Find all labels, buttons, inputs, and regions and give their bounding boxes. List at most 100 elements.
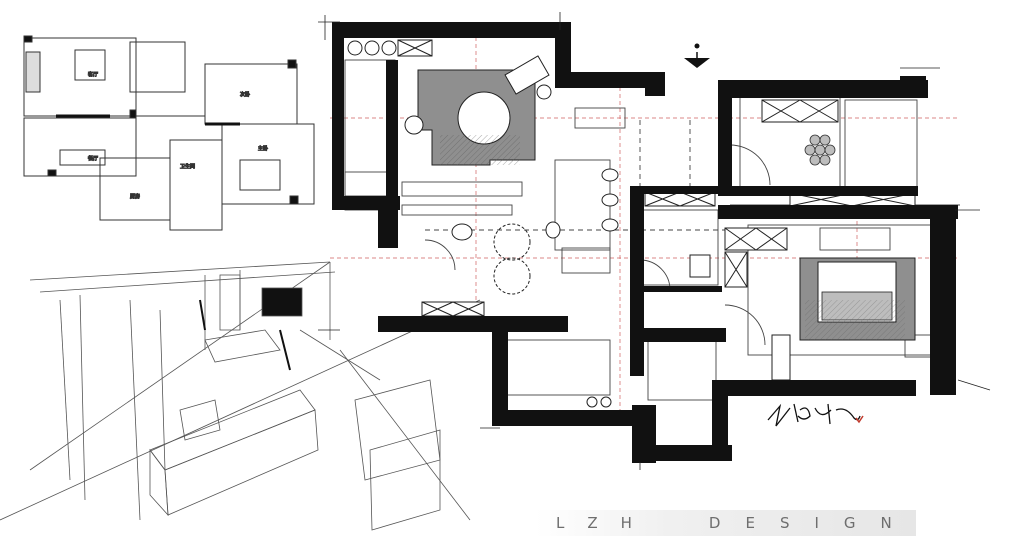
wall: [555, 72, 665, 88]
chair: [451, 223, 473, 241]
sketch-line: [29, 261, 331, 281]
sketch-line: [39, 271, 336, 293]
small-plan-column: [289, 195, 299, 205]
small-plan-table: [74, 49, 106, 81]
wall: [386, 60, 398, 210]
kitchen: [504, 339, 611, 396]
small-plan-sofa: [25, 51, 41, 93]
sketch-shelf: [219, 274, 241, 331]
wall: [492, 316, 508, 411]
small-plan-label-master: 主卧: [258, 145, 268, 152]
wall: [712, 380, 728, 460]
cabinet-corridor: [644, 191, 716, 207]
extension-lines: [318, 12, 991, 470]
plant-pot: [347, 40, 363, 56]
small-plan-label-second-bedroom: 次卧: [240, 91, 250, 98]
sketch-tv: [261, 287, 303, 317]
sketch-hatch: [440, 135, 520, 165]
small-plan-bath-zone: [169, 139, 223, 231]
plant-leaf: [819, 154, 831, 166]
plant-leaf: [814, 144, 826, 156]
small-plan-label-kitchen: 厨房: [130, 193, 140, 200]
door-swing: [424, 239, 456, 271]
wall: [718, 380, 916, 396]
sketch-chair: [179, 399, 221, 441]
door-swing: [729, 144, 771, 186]
plant-leaf: [809, 134, 821, 146]
cabinet-master-left: [724, 227, 788, 288]
wall: [492, 410, 632, 426]
stove-burner: [586, 396, 598, 408]
wall: [640, 286, 722, 292]
storage-unit: [344, 171, 394, 197]
bed-second: [844, 99, 918, 191]
small-plan-balcony: [129, 41, 186, 93]
side-table: [536, 84, 552, 100]
plant-leaf: [819, 134, 831, 146]
wall: [636, 328, 726, 342]
small-plan-label-bath: 卫生间: [180, 163, 195, 170]
sketch-cabinet-lower: [369, 429, 441, 531]
wall: [718, 80, 732, 190]
small-plan-column: [47, 169, 57, 177]
sketch-hatch: [805, 300, 905, 340]
small-plan-column: [129, 109, 137, 119]
wall: [632, 445, 732, 461]
small-plan-column: [23, 35, 33, 43]
sketch-coffee-table: [204, 329, 281, 363]
plant-leaf: [824, 144, 836, 156]
dining-chair: [601, 193, 619, 207]
brand-watermark: LZH DESIGN: [536, 510, 916, 536]
sketch-counter-side: [149, 448, 169, 517]
plant-pot: [364, 40, 380, 56]
wall: [900, 76, 926, 98]
small-plan-column: [287, 59, 297, 69]
wall: [555, 22, 571, 80]
small-plan-bed: [239, 159, 281, 191]
dining-chair: [601, 218, 619, 232]
wall: [645, 72, 665, 96]
furniture: [347, 40, 791, 408]
plant-pot: [381, 40, 397, 56]
sketch-line: [339, 349, 471, 521]
sideboard: [561, 247, 611, 274]
sketch-line: [79, 294, 86, 501]
wall: [332, 22, 344, 202]
sketch-cabinet: [354, 379, 441, 481]
north-arrow-icon: [684, 43, 710, 68]
toilet: [689, 254, 711, 278]
round-table: [493, 257, 531, 295]
sketch-chair-leg: [279, 329, 291, 371]
cabinet-second-bedroom: [761, 99, 839, 123]
extension-line: [957, 379, 991, 391]
sketch-counter-top: [149, 389, 316, 471]
perspective-sketch: [0, 261, 481, 531]
small-plan-dining-table: [59, 149, 106, 166]
dining-chair: [545, 221, 561, 239]
wall: [378, 316, 568, 332]
small-plan-label-dining: 餐厅: [88, 155, 98, 162]
wall: [332, 22, 570, 38]
wall: [930, 205, 956, 395]
door-swing: [724, 304, 766, 346]
lounge-chair: [504, 55, 550, 95]
round-plant-cluster: [804, 134, 836, 166]
headboard: [819, 227, 891, 251]
brand-word-lzh: LZH: [556, 514, 655, 532]
sketch-counter-front: [164, 409, 319, 516]
sofa-back: [401, 204, 513, 216]
sketch-lamp: [199, 299, 206, 331]
sketch-line: [0, 299, 481, 521]
wardrobe-small: [771, 334, 791, 381]
designer-signature: [767, 403, 864, 427]
wall: [718, 186, 918, 196]
sketch-line: [299, 329, 381, 381]
brand-word-design: DESIGN: [708, 514, 917, 532]
small-plan-label-living: 客厅: [88, 71, 98, 78]
sofa: [401, 181, 523, 197]
round-table: [493, 223, 531, 261]
sketch-line: [59, 299, 71, 481]
small-plan-second-bedroom: [204, 63, 298, 125]
wall: [718, 80, 928, 98]
